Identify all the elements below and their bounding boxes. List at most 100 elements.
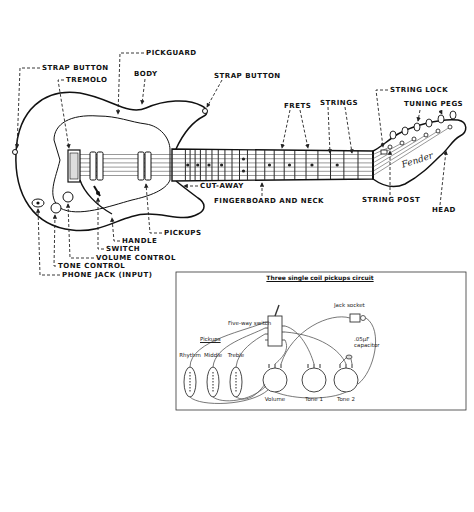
string-post — [448, 125, 452, 129]
string-post — [424, 133, 428, 137]
part-label: PHONE JACK (INPUT) — [62, 271, 153, 279]
potentiometer — [302, 368, 326, 392]
wire — [285, 326, 314, 364]
bridge-pickup — [90, 152, 96, 180]
part-label: STRING LOCK — [390, 86, 448, 94]
inlay-dot — [310, 163, 313, 166]
part-label: FRETS — [284, 102, 311, 110]
tuning-key — [426, 119, 432, 127]
leader-line — [68, 204, 94, 258]
leader-line — [376, 90, 388, 147]
circuit-label: Tone 2 — [337, 396, 355, 402]
part-label: TUNING PEGS — [404, 100, 463, 108]
leader-line — [142, 79, 145, 104]
fret-wire — [358, 151, 359, 179]
string-post — [436, 129, 440, 133]
circuit-label: Five-way switch — [228, 320, 271, 326]
part-label: VOLUME CONTROL — [96, 254, 176, 262]
strap-button — [13, 150, 18, 155]
tremolo-arm — [80, 180, 112, 214]
inlay-dot — [336, 163, 339, 166]
bridge-pickup — [97, 152, 103, 180]
leader-line — [54, 215, 56, 266]
bridge-saddles — [70, 153, 78, 179]
inlay-dot — [268, 163, 271, 166]
fret-wire — [190, 150, 191, 181]
part-label: BODY — [134, 70, 158, 78]
tuning-key — [414, 123, 420, 131]
frets — [74, 127, 450, 180]
circuit-label: Tone 1 — [305, 396, 323, 402]
inset-heading: Three single coil pickups circuit — [266, 275, 373, 282]
leader-line — [58, 80, 69, 148]
volume-knob — [63, 192, 73, 202]
leader-line — [440, 110, 442, 114]
wire — [281, 317, 350, 364]
neck-pickup — [145, 152, 151, 180]
inlay-dot — [186, 163, 189, 166]
strap-button — [203, 109, 208, 114]
leader-line — [282, 110, 290, 148]
tuning-pegs — [388, 111, 456, 149]
tuning-key — [390, 131, 396, 139]
brand-logo: Fender — [400, 150, 434, 170]
wire — [190, 390, 268, 403]
circuit-label: Pickups — [200, 336, 221, 342]
headstock — [373, 120, 466, 187]
part-label: HANDLE — [122, 237, 157, 245]
part-label: STRAP BUTTON — [42, 64, 109, 72]
jack-socket-barrel — [361, 316, 366, 321]
jack-socket-symbol — [350, 314, 360, 322]
inlay-dot — [196, 163, 199, 166]
guitar-string — [74, 139, 414, 163]
inlay-dot — [242, 157, 245, 160]
inlay-dot — [220, 163, 223, 166]
part-label: STRING POST — [362, 196, 420, 204]
leader-line — [440, 151, 446, 205]
pot-lugs — [269, 364, 352, 368]
leader-line — [184, 186, 198, 187]
wire — [236, 334, 265, 367]
selector-switch — [94, 186, 100, 196]
wire — [358, 318, 376, 384]
output-jack — [32, 199, 44, 207]
part-label: STRAP BUTTON — [214, 72, 281, 80]
part-label: FINGERBOARD AND NECK — [214, 197, 324, 205]
potentiometer — [263, 368, 287, 392]
fret-wire — [317, 151, 318, 180]
leader-line — [390, 151, 391, 195]
guitar-string — [74, 131, 438, 171]
leader-line — [328, 107, 330, 153]
inlay-dot — [288, 163, 291, 166]
leader-line — [98, 198, 104, 249]
switch-tip — [96, 191, 100, 195]
output-jack-hole — [36, 201, 39, 204]
leader-line — [300, 110, 308, 148]
guitar-string — [74, 143, 402, 159]
circuit-label: Volume — [265, 396, 285, 402]
tuning-key — [402, 127, 408, 135]
inlay-dot — [242, 169, 245, 172]
wire — [190, 322, 265, 367]
tuning-key — [438, 115, 444, 123]
string-post — [400, 141, 404, 145]
wire — [236, 384, 265, 399]
leader-line — [262, 183, 263, 196]
circuit-label: Rhythm — [179, 352, 201, 358]
part-label: PICKGUARD — [146, 49, 197, 57]
circuit-frame — [176, 272, 466, 410]
part-label: SWITCH — [106, 245, 140, 253]
part-label: TREMOLO — [66, 76, 108, 84]
fret-wire — [330, 151, 331, 180]
tone-knob — [51, 203, 61, 213]
wire — [285, 332, 346, 364]
part-label: TONE CONTROL — [58, 262, 125, 270]
tuning-key — [450, 111, 456, 119]
leader-line — [207, 80, 222, 107]
tremolo-bridge — [68, 150, 80, 182]
leader-line — [112, 218, 120, 241]
fret-wire — [343, 151, 344, 179]
leader-line — [38, 209, 60, 275]
